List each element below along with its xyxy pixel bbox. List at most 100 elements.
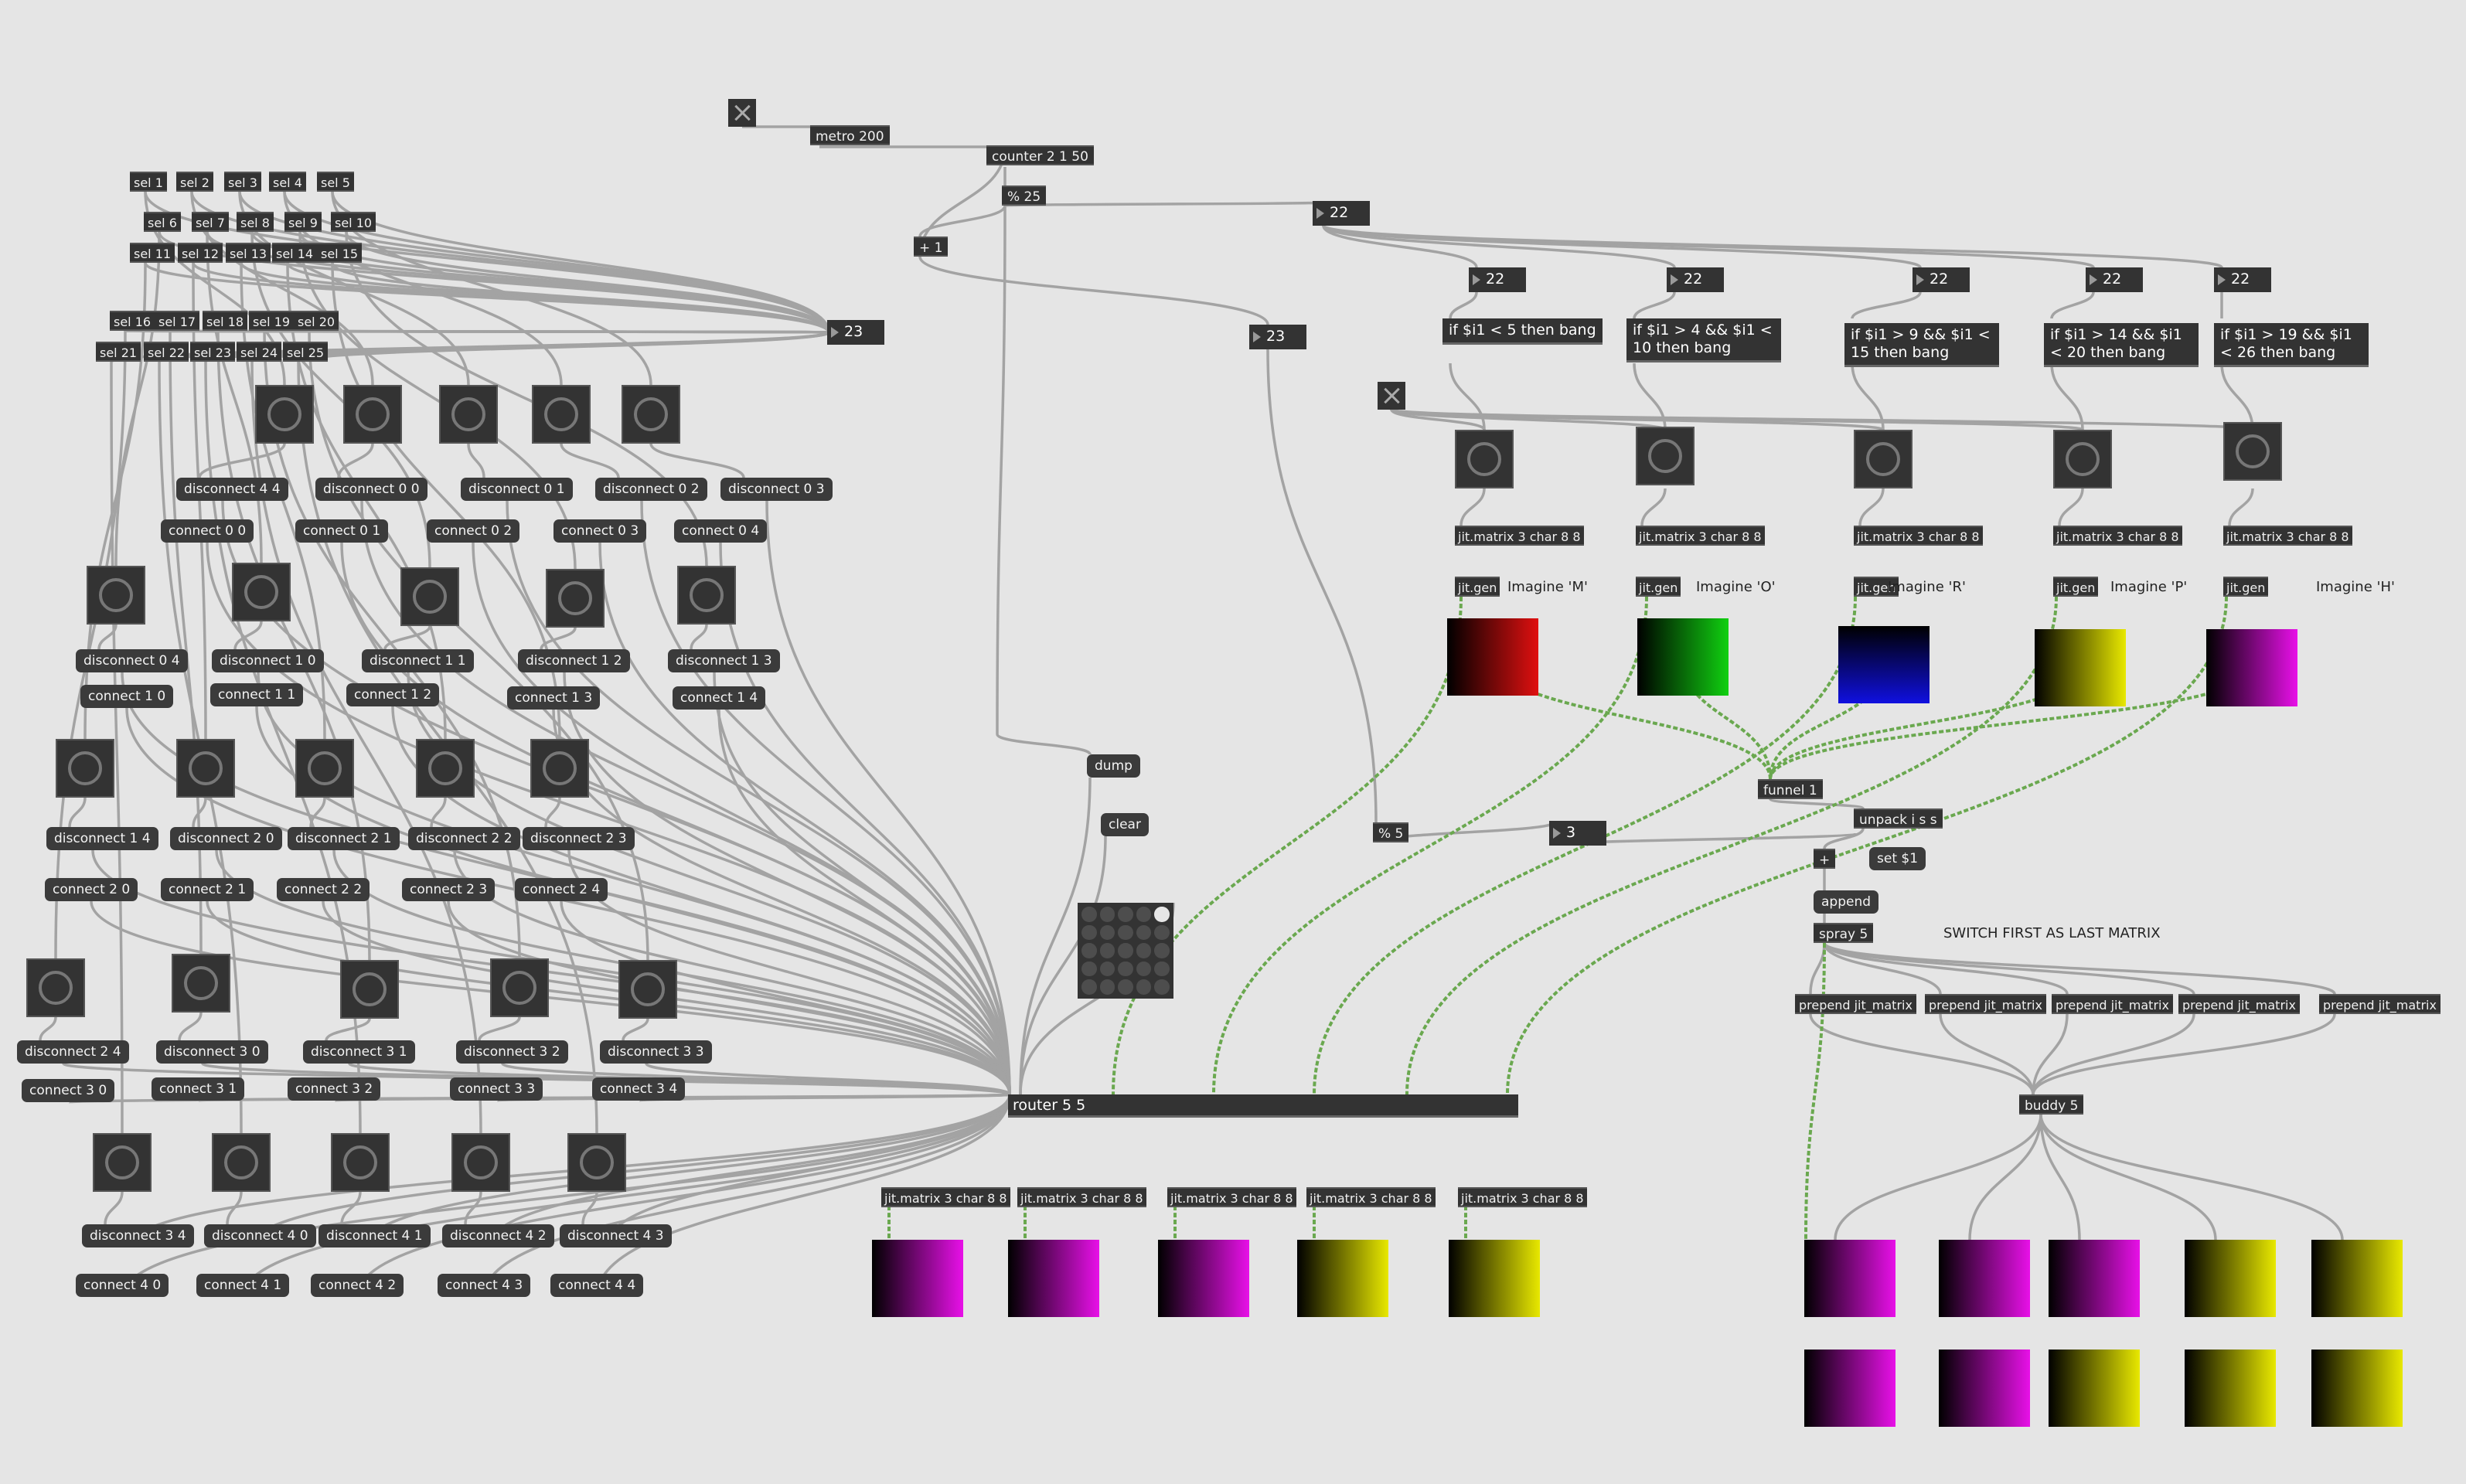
matrixctrl-cell-9[interactable] — [1136, 924, 1152, 941]
bang-20[interactable] — [618, 960, 677, 1019]
letter-bang-4[interactable] — [2053, 430, 2112, 488]
connect-message-3[interactable]: connect 0 2 — [427, 519, 520, 543]
sel-object-18[interactable]: sel 18 — [203, 311, 248, 331]
bang-17[interactable] — [172, 954, 230, 1013]
connect-message-22[interactable]: connect 4 1 — [196, 1274, 290, 1297]
disconnect-message-14[interactable]: disconnect 2 2 — [408, 827, 520, 850]
connect-message-23[interactable]: connect 4 2 — [311, 1274, 404, 1297]
letter-condition-2[interactable]: if $i1 > 4 && $i1 < 10 then bang — [1626, 318, 1781, 362]
plus-object[interactable]: + — [1814, 849, 1836, 869]
letter-jitmatrix-1[interactable]: jit.matrix 3 char 8 8 — [1455, 526, 1584, 546]
connect-message-18[interactable]: connect 3 2 — [288, 1077, 381, 1101]
connect-message-2[interactable]: connect 0 1 — [295, 519, 389, 543]
sel-object-21[interactable]: sel 21 — [96, 342, 141, 362]
letter-jitgen-2[interactable]: jit.gen — [1636, 577, 1681, 597]
bang-14[interactable] — [416, 739, 475, 798]
set-message[interactable]: set $1 — [1869, 847, 1926, 870]
bang-7[interactable] — [232, 563, 291, 621]
mod25-object[interactable]: % 25 — [1002, 186, 1047, 206]
connect-message-6[interactable]: connect 1 0 — [80, 685, 174, 708]
matrixctrl-cell-10[interactable] — [1154, 924, 1170, 941]
disconnect-message-11[interactable]: disconnect 1 4 — [46, 827, 158, 850]
bang-1[interactable] — [255, 385, 314, 444]
metro-object[interactable]: metro 200 — [810, 125, 890, 145]
matrixctrl-cell-16[interactable] — [1081, 961, 1097, 977]
disconnect-message-16[interactable]: disconnect 2 4 — [17, 1040, 129, 1064]
sel-object-7[interactable]: sel 7 — [192, 212, 229, 232]
bang-22[interactable] — [212, 1133, 271, 1192]
disconnect-message-2[interactable]: disconnect 0 0 — [315, 478, 427, 501]
connect-message-24[interactable]: connect 4 3 — [438, 1274, 531, 1297]
prepend-object-5[interactable]: prepend jit_matrix — [2319, 994, 2440, 1014]
bang-3[interactable] — [439, 385, 498, 444]
sel-object-11[interactable]: sel 11 — [130, 243, 175, 263]
letter-number-3[interactable]: 22 — [1913, 267, 1970, 292]
connect-message-20[interactable]: connect 3 4 — [592, 1077, 686, 1101]
letter-condition-5[interactable]: if $i1 > 19 && $i1 < 26 then bang — [2214, 323, 2369, 367]
connect-message-19[interactable]: connect 3 3 — [450, 1077, 543, 1101]
router-jitmatrix-4[interactable]: jit.matrix 3 char 8 8 — [1306, 1187, 1436, 1207]
matrixctrl-cell-2[interactable] — [1099, 907, 1115, 922]
sel-object-4[interactable]: sel 4 — [269, 172, 306, 192]
letter-condition-3[interactable]: if $i1 > 9 && $i1 < 15 then bang — [1844, 323, 1999, 367]
bang-6[interactable] — [87, 566, 145, 625]
matrixctrl-cell-24[interactable] — [1136, 979, 1152, 995]
prepend-object-2[interactable]: prepend jit_matrix — [1925, 994, 2046, 1014]
disconnect-message-19[interactable]: disconnect 3 2 — [456, 1040, 568, 1064]
disconnect-message-20[interactable]: disconnect 3 3 — [600, 1040, 712, 1064]
sel-object-16[interactable]: sel 16 — [110, 311, 155, 331]
sel-object-24[interactable]: sel 24 — [237, 342, 282, 362]
disconnect-message-12[interactable]: disconnect 2 0 — [170, 827, 282, 850]
metro-toggle[interactable] — [728, 99, 756, 127]
sel-object-17[interactable]: sel 17 — [155, 311, 200, 331]
letter-bang-2[interactable] — [1636, 427, 1695, 485]
router-jitmatrix-2[interactable]: jit.matrix 3 char 8 8 — [1017, 1187, 1146, 1207]
bang-15[interactable] — [530, 739, 589, 798]
connect-message-9[interactable]: connect 1 3 — [507, 686, 601, 710]
plus1-object[interactable]: + 1 — [914, 237, 949, 257]
connect-message-15[interactable]: connect 2 4 — [515, 878, 608, 901]
connect-message-14[interactable]: connect 2 3 — [402, 878, 496, 901]
disconnect-message-21[interactable]: disconnect 3 4 — [82, 1224, 194, 1247]
matrixctrl-cell-20[interactable] — [1154, 961, 1170, 977]
connect-message-13[interactable]: connect 2 2 — [277, 878, 370, 901]
letter-number-1[interactable]: 22 — [1469, 267, 1526, 292]
letter-jitmatrix-2[interactable]: jit.matrix 3 char 8 8 — [1636, 526, 1765, 546]
sel-object-22[interactable]: sel 22 — [144, 342, 189, 362]
number-box-23b[interactable]: 23 — [1249, 325, 1306, 349]
matrixctrl-cell-19[interactable] — [1136, 961, 1152, 977]
bang-13[interactable] — [295, 739, 354, 798]
matrixctrl-cell-17[interactable] — [1099, 961, 1115, 977]
matrixctrl-cell-25[interactable] — [1154, 979, 1170, 995]
matrixctrl-cell-21[interactable] — [1081, 979, 1097, 995]
sel-object-5[interactable]: sel 5 — [317, 172, 354, 192]
letter-number-2[interactable]: 22 — [1667, 267, 1724, 292]
sel-object-8[interactable]: sel 8 — [237, 212, 274, 232]
connect-message-8[interactable]: connect 1 2 — [346, 683, 440, 706]
sel-object-20[interactable]: sel 20 — [294, 311, 339, 331]
bang-25[interactable] — [567, 1133, 626, 1192]
bang-10[interactable] — [677, 566, 736, 625]
letter-jitgen-5[interactable]: jit.gen — [2223, 577, 2269, 597]
disconnect-message-4[interactable]: disconnect 0 2 — [595, 478, 707, 501]
connect-message-17[interactable]: connect 3 1 — [152, 1077, 245, 1101]
disconnect-message-13[interactable]: disconnect 2 1 — [288, 827, 400, 850]
matrixctrl-cell-13[interactable] — [1118, 943, 1133, 958]
matrixctrl-cell-23[interactable] — [1118, 979, 1133, 995]
matrixctrl-cell-18[interactable] — [1118, 961, 1133, 977]
bang-23[interactable] — [331, 1133, 390, 1192]
letter-bang-5[interactable] — [2223, 422, 2282, 481]
disconnect-message-22[interactable]: disconnect 4 0 — [204, 1224, 316, 1247]
disconnect-message-18[interactable]: disconnect 3 1 — [303, 1040, 415, 1064]
disconnect-message-24[interactable]: disconnect 4 2 — [442, 1224, 554, 1247]
sel-object-12[interactable]: sel 12 — [178, 243, 223, 263]
disconnect-message-6[interactable]: disconnect 0 4 — [76, 649, 188, 672]
router-jitmatrix-5[interactable]: jit.matrix 3 char 8 8 — [1458, 1187, 1587, 1207]
matrixctrl-cell-7[interactable] — [1099, 924, 1115, 941]
connect-message-10[interactable]: connect 1 4 — [673, 686, 766, 710]
letter-bang-1[interactable] — [1455, 430, 1514, 488]
connect-message-12[interactable]: connect 2 1 — [161, 878, 254, 901]
disconnect-message-17[interactable]: disconnect 3 0 — [156, 1040, 268, 1064]
disconnect-message-7[interactable]: disconnect 1 0 — [212, 649, 324, 672]
number-box-3[interactable]: 3 — [1549, 821, 1606, 846]
